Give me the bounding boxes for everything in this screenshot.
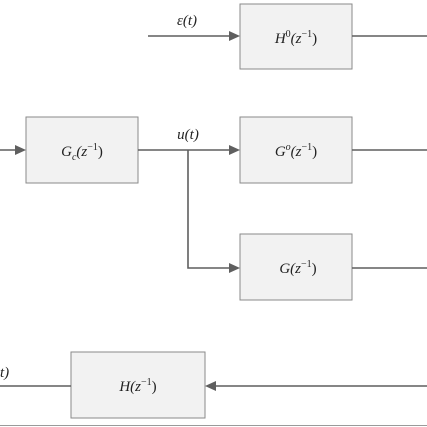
arrow-into-h0 (229, 31, 240, 41)
block-go-box (239, 116, 353, 184)
signal-u-label: u(t) (177, 127, 199, 143)
block-h-label: H(z−1) (118, 377, 156, 395)
block-g: G(z−1) (239, 233, 353, 301)
wire-u-branch-to-g (187, 150, 231, 269)
signal-bottom-left-label: t) (0, 365, 9, 381)
block-gc-label: Gc(z−1) (61, 142, 103, 163)
block-g-label: G(z−1) (279, 259, 316, 277)
block-gc-box (25, 116, 139, 184)
arrow-into-g (229, 263, 240, 273)
block-h0: H0(z−1) (239, 3, 353, 70)
block-h: H(z−1) (70, 351, 206, 419)
block-h0-label: H0(z−1) (274, 29, 317, 47)
block-h0-box (239, 3, 353, 70)
block-gc: Gc(z−1) (25, 116, 139, 184)
block-go: Go(z−1) (239, 116, 353, 184)
arrow-into-gc (15, 145, 26, 155)
block-go-label: Go(z−1) (275, 142, 317, 160)
signal-epsilon-label: ε(t) (177, 13, 197, 29)
block-h-box (70, 351, 206, 419)
arrow-into-go (229, 145, 240, 155)
arrow-into-h (205, 381, 216, 391)
block-g-box (239, 233, 353, 301)
